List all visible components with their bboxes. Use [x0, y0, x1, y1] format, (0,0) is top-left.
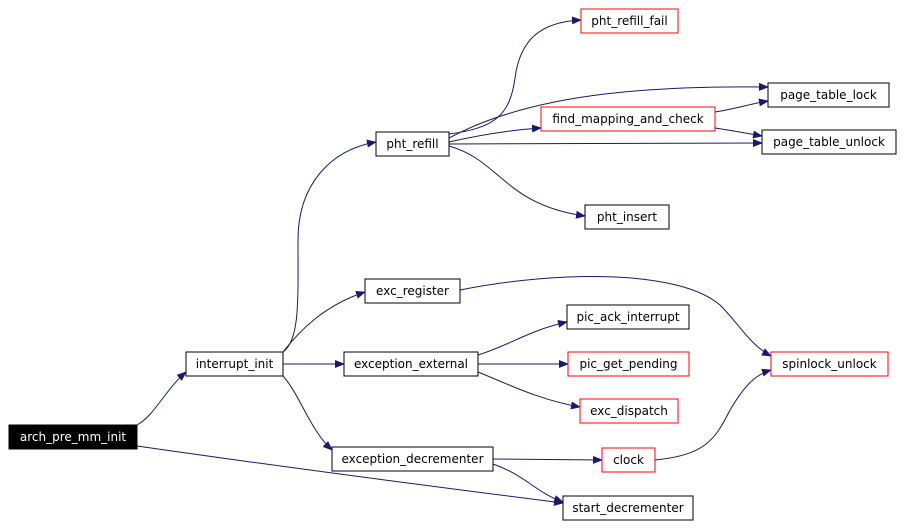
node-exception-decrementer[interactable]: exception_decrementer: [331, 446, 494, 472]
node-label: page_table_lock: [780, 88, 877, 102]
node-label: arch_pre_mm_init: [20, 430, 127, 444]
node-page-table-unlock[interactable]: page_table_unlock: [761, 129, 897, 155]
node-box[interactable]: [584, 204, 670, 230]
node-label: exception_decrementer: [342, 452, 484, 466]
node-label: find_mapping_and_check: [552, 112, 703, 126]
node-spinlock-unlock[interactable]: spinlock_unlock: [770, 351, 889, 377]
node-pht-insert[interactable]: pht_insert: [584, 204, 670, 230]
node-exc-register[interactable]: exc_register: [364, 278, 461, 304]
node-find-mapping-and-check[interactable]: find_mapping_and_check: [540, 106, 716, 132]
edge-arch-pre-mm-init-to-start-decrementer: [136, 445, 564, 506]
node-box[interactable]: [331, 446, 494, 472]
node-box[interactable]: [185, 351, 284, 377]
edge-pht-refill-to-pht-refill-fail: [448, 16, 582, 135]
node-start-decrementer[interactable]: start_decrementer: [562, 495, 694, 521]
node-label: pht_refill_fail: [591, 14, 667, 28]
node-label: spinlock_unlock: [782, 357, 877, 371]
edge-arch-pre-mm-init-to-interrupt-init: [136, 371, 187, 426]
edge-pht-refill-to-page-table-lock: [448, 82, 769, 139]
node-exception-external[interactable]: exception_external: [343, 351, 479, 377]
nodes-layer: arch_pre_mm_init interrupt_init pht_refill…: [8, 8, 897, 521]
node-box[interactable]: [364, 278, 461, 304]
node-clock[interactable]: clock: [601, 447, 656, 473]
node-label: pic_get_pending: [579, 357, 677, 371]
node-arch-pre-mm-init[interactable]: arch_pre_mm_init: [8, 424, 138, 450]
edge-pht-refill-to-page-table-unlock: [448, 139, 763, 148]
edge-exc-register-to-spinlock-unlock: [459, 276, 772, 357]
edge-pht-refill-to-find-mapping-and-check: [448, 124, 542, 143]
node-pht-refill[interactable]: pht_refill: [375, 131, 450, 157]
node-box[interactable]: [767, 82, 890, 108]
node-pic-get-pending[interactable]: pic_get_pending: [567, 351, 690, 377]
node-box[interactable]: [580, 8, 679, 34]
node-label: start_decrementer: [572, 501, 683, 515]
node-box[interactable]: [770, 351, 889, 377]
node-box[interactable]: [562, 495, 694, 521]
node-label: exc_register: [376, 284, 449, 298]
node-interrupt-init[interactable]: interrupt_init: [185, 351, 284, 377]
node-label: pic_ack_interrupt: [576, 310, 679, 324]
edge-interrupt-init-to-exc-register: [282, 290, 366, 353]
node-exc-dispatch[interactable]: exc_dispatch: [579, 398, 679, 424]
node-box[interactable]: [343, 351, 479, 377]
edge-exception-external-to-pic-ack-interrupt: [477, 319, 568, 356]
edge-exception-decrementer-to-clock: [492, 455, 603, 464]
node-box[interactable]: [579, 398, 679, 424]
edges-layer: [136, 16, 772, 506]
node-label: pht_insert: [597, 210, 657, 224]
edge-pht-refill-to-pht-insert: [448, 145, 586, 219]
node-box[interactable]: [375, 131, 450, 157]
node-page-table-lock[interactable]: page_table_lock: [767, 82, 890, 108]
edge-exception-external-to-exc-dispatch: [477, 371, 581, 410]
node-label: pht_refill: [386, 137, 438, 151]
node-pht-refill-fail[interactable]: pht_refill_fail: [580, 8, 679, 34]
node-box[interactable]: [601, 447, 656, 473]
node-label: interrupt_init: [196, 357, 274, 371]
node-label: clock: [613, 453, 644, 467]
node-box[interactable]: [761, 129, 897, 155]
node-box[interactable]: [566, 304, 690, 330]
node-box[interactable]: [8, 424, 138, 450]
node-label: exception_external: [354, 357, 468, 371]
edge-interrupt-init-to-pht-refill: [282, 139, 377, 353]
node-label: page_table_unlock: [773, 135, 885, 149]
node-box[interactable]: [567, 351, 690, 377]
node-pic-ack-interrupt[interactable]: pic_ack_interrupt: [566, 304, 690, 330]
edge-find-mapping-and-check-to-page-table-lock: [714, 98, 769, 113]
edge-clock-to-spinlock-unlock: [654, 368, 772, 461]
edge-find-mapping-and-check-to-page-table-unlock: [714, 127, 763, 139]
edge-interrupt-init-to-exception-decrementer: [282, 375, 333, 451]
node-box[interactable]: [540, 106, 716, 132]
edge-exception-decrementer-to-start-decrementer: [492, 463, 564, 503]
node-label: exc_dispatch: [590, 404, 668, 418]
